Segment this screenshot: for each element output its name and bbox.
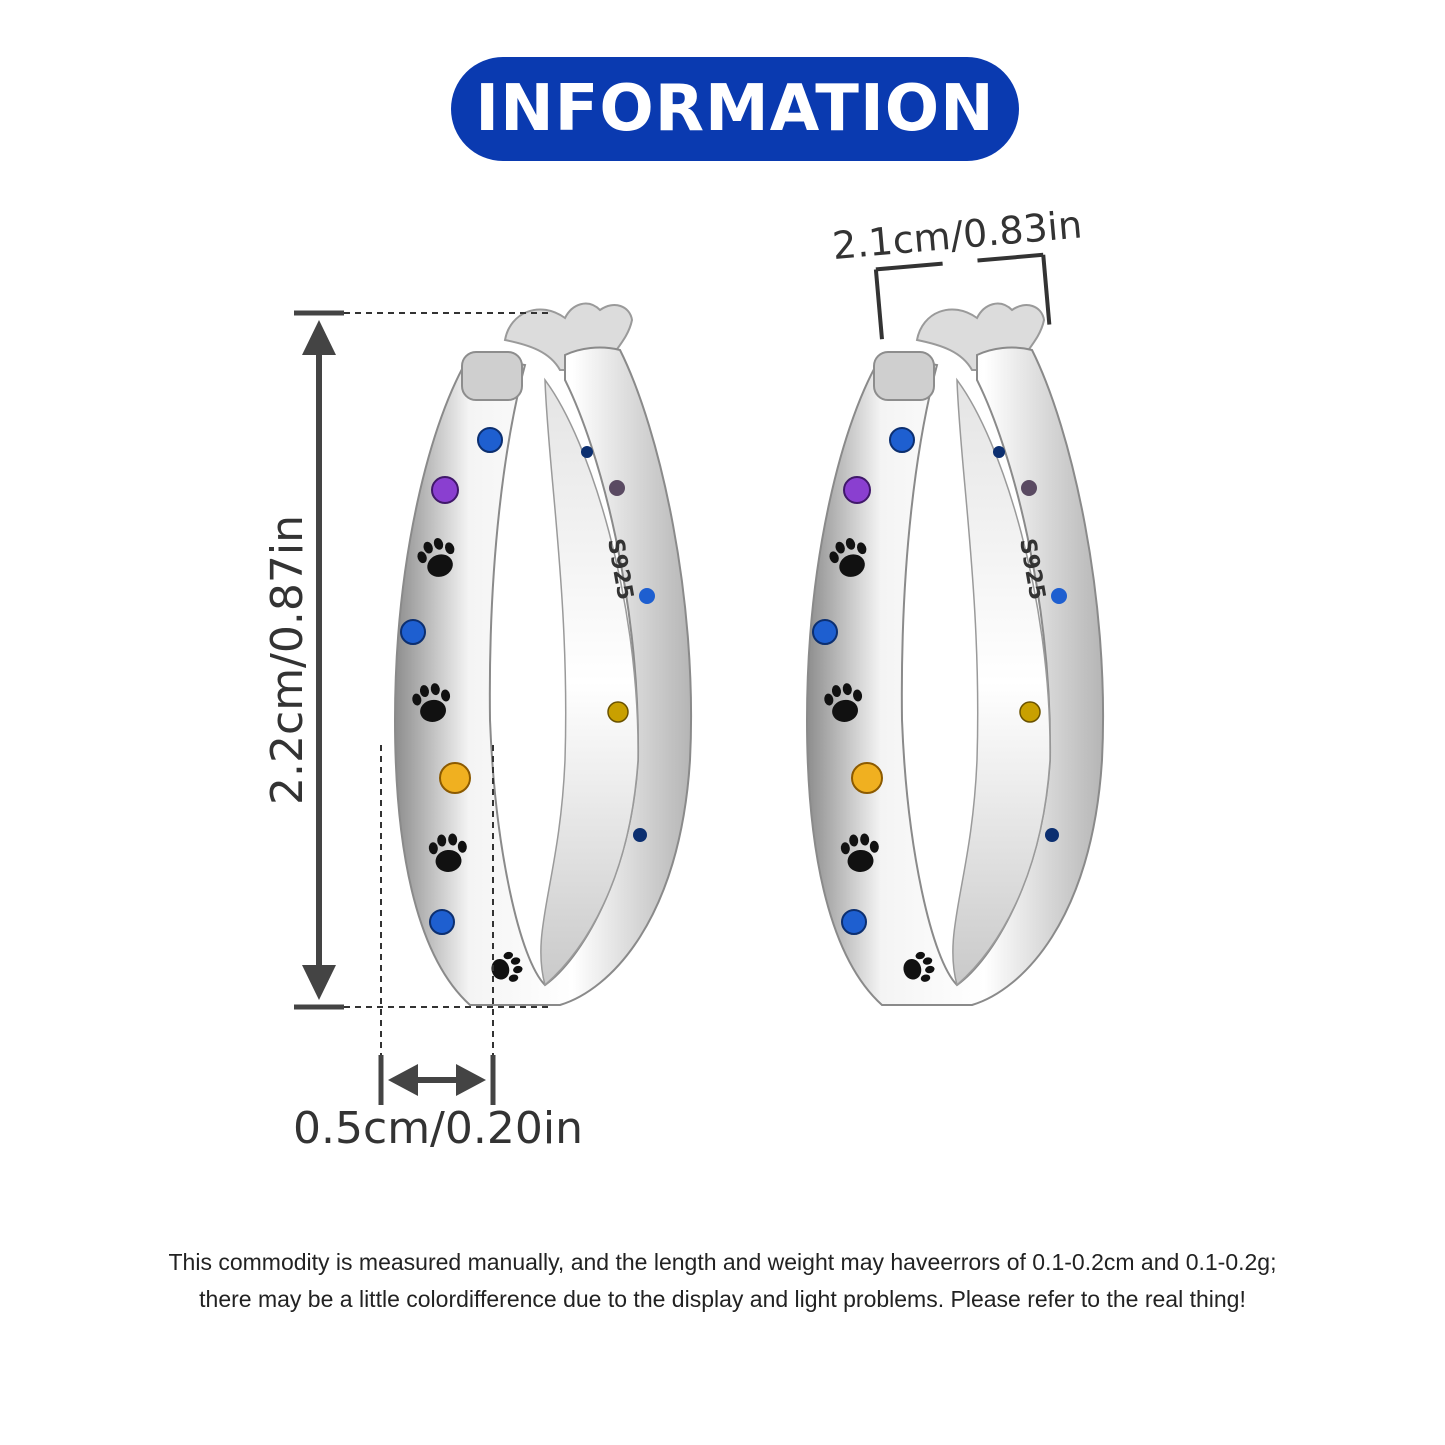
height-dimension: 2.2cm/0.87in <box>262 310 550 1010</box>
left-hoop-earring-image: S925 <box>395 304 691 1005</box>
width-dimension: 0.5cm/0.20in <box>293 745 583 1154</box>
hoop-label: 2.1cm/0.83in <box>831 202 1084 268</box>
notice-line-1: This commodity is measured manually, and… <box>168 1249 1277 1275</box>
information-title: INFORMATION <box>475 72 995 146</box>
right-hoop-earring-image: S925 <box>807 304 1103 1005</box>
height-label: 2.2cm/0.87in <box>262 515 313 805</box>
width-label: 0.5cm/0.20in <box>293 1103 583 1154</box>
measurement-notice: This commodity is measured manually, and… <box>60 1244 1385 1318</box>
information-title-pill: INFORMATION <box>451 57 1019 161</box>
notice-line-2: there may be a little colordifference du… <box>199 1286 1246 1312</box>
